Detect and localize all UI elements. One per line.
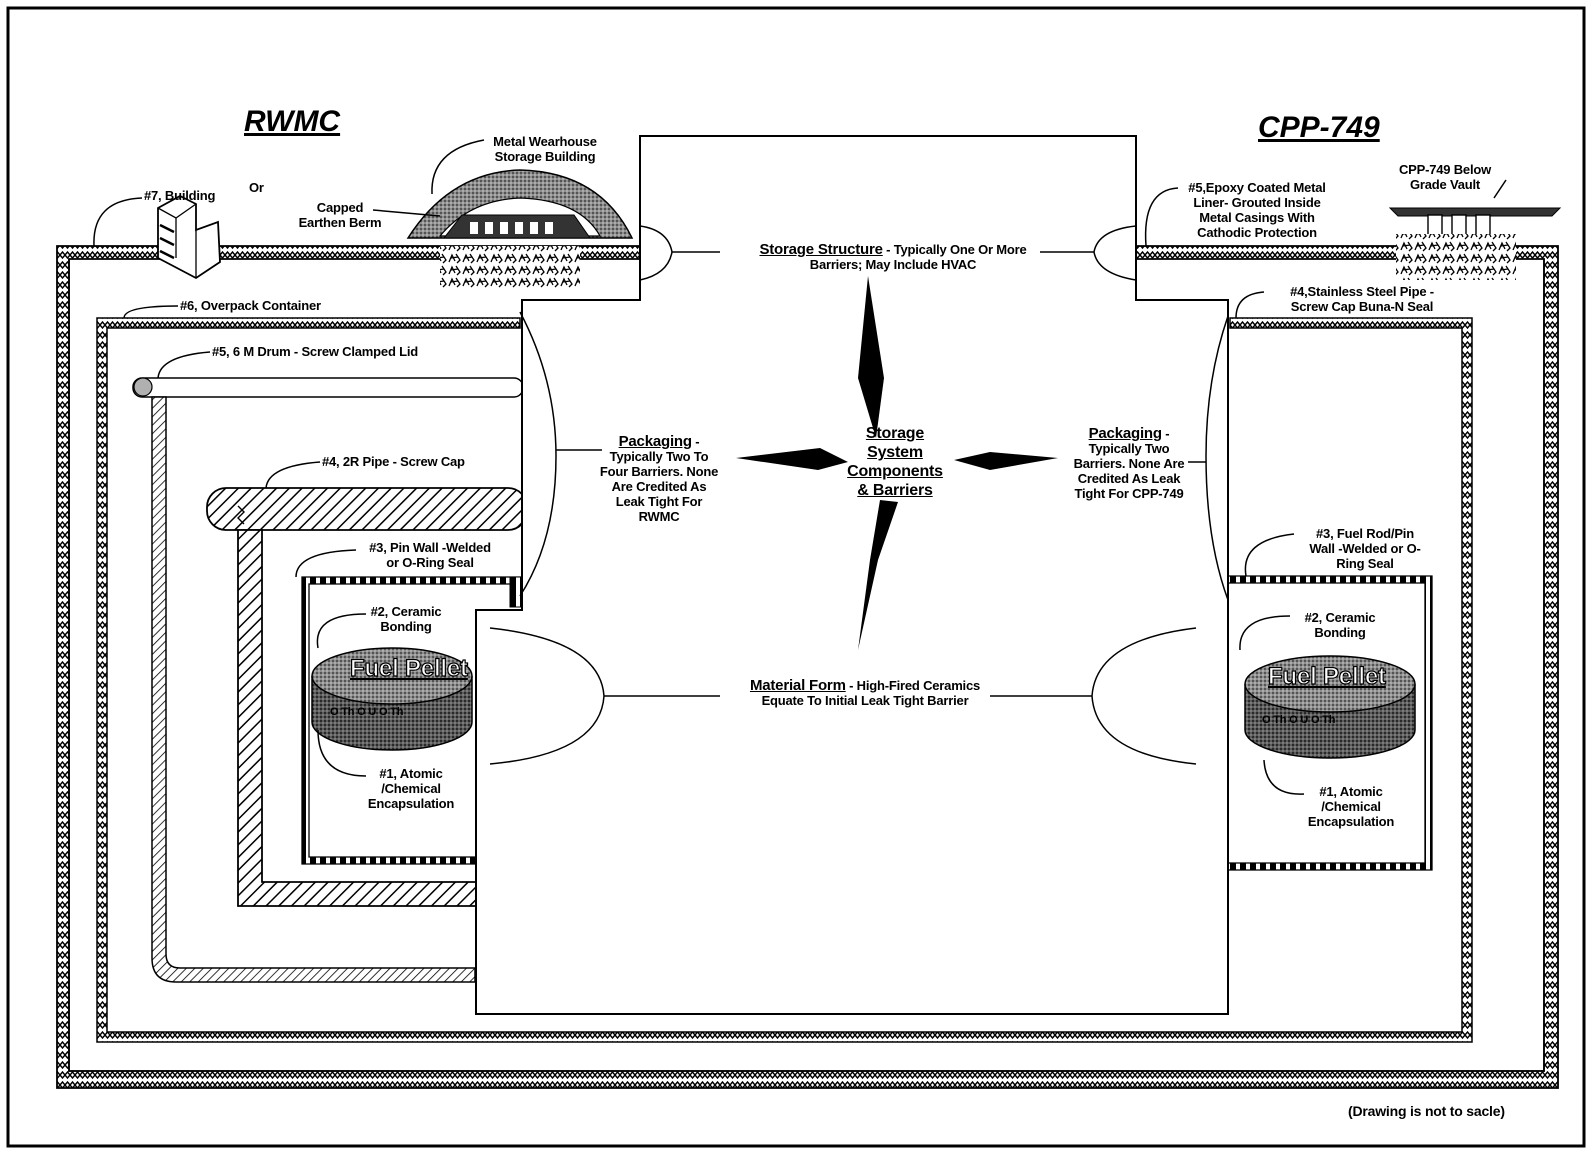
overpack-band — [96, 317, 1473, 1043]
footnote: (Drawing is not to sacle) — [1348, 1103, 1505, 1119]
or-label: Or — [249, 180, 264, 195]
pellet-label-left: Fuel Pellet — [349, 655, 468, 682]
label-pipe: #4, 2R Pipe - Screw Cap — [322, 454, 465, 469]
pellet-atoms-right: O Th O U O Th — [1262, 714, 1336, 726]
central-panel — [475, 135, 1229, 1015]
label-drum: #5, 6 M Drum - Screw Clamped Lid — [212, 344, 418, 359]
leader-lines — [93, 139, 1507, 795]
site-title-left: RWMC — [244, 105, 341, 138]
vault-icon — [1388, 207, 1562, 280]
storage-structure-label: Storage Structure - Typically One Or Mor… — [759, 241, 1027, 272]
earthen-berm-icon — [406, 169, 634, 288]
label-building: #7, Building — [144, 188, 216, 203]
fuel-pellet-left — [311, 647, 473, 751]
pellet-label-right: Fuel Pellet — [1267, 663, 1386, 690]
site-title-right: CPP-749 — [1258, 111, 1380, 144]
building-icon — [157, 194, 221, 280]
label-steel-pipe: #4,Stainless Steel Pipe -Screw Cap Buna-… — [1290, 284, 1434, 314]
pellet-atoms-left: O Th O U O Th — [330, 706, 404, 718]
material-form-label: Material Form - High-Fired Ceramics Equa… — [749, 677, 981, 708]
fuel-pellet-right — [1244, 655, 1416, 759]
center-arrows — [736, 276, 1058, 650]
label-overpack: #6, Overpack Container — [180, 298, 321, 313]
